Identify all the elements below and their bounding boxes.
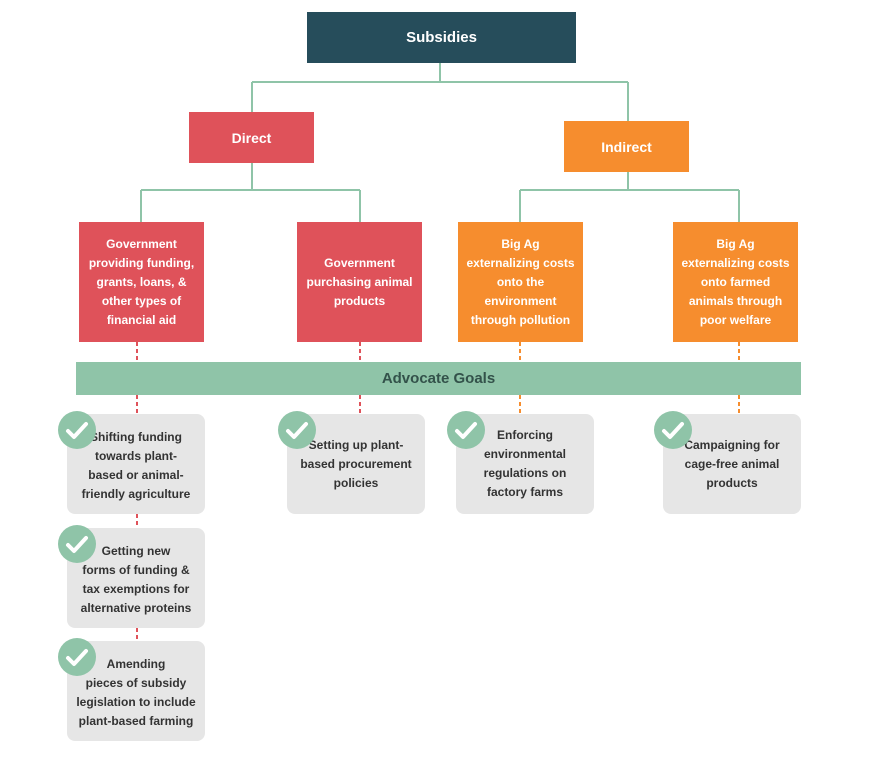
leaf-label: Government purchasing animal products	[306, 255, 413, 308]
leaf-government-purchasing: Government purchasing animal products	[297, 222, 422, 342]
checkmark-icon	[447, 411, 485, 449]
leaf-government-funding: Government providing funding, grants, lo…	[79, 222, 204, 342]
advocate-goals-label: Advocate Goals	[381, 370, 496, 387]
direct-node: Direct	[189, 112, 314, 163]
goal-enforcing-regulations: Enforcing environmental regulations on f…	[456, 414, 594, 514]
goal-label: Setting up plant- based procurement poli…	[300, 437, 412, 490]
goal-cage-free-campaign: Campaigning for cage-free animal product…	[663, 414, 801, 514]
checkmark-icon	[58, 638, 96, 676]
checkmark-icon	[278, 411, 316, 449]
goal-label: Enforcing environmental regulations on f…	[483, 428, 567, 499]
goal-label: Shifting funding towards plant- based or…	[81, 430, 191, 501]
leaf-label: Government providing funding, grants, lo…	[88, 236, 195, 327]
leaf-big-ag-pollution: Big Ag externalizing costs onto the envi…	[458, 222, 583, 342]
leaf-label: Big Ag externalizing costs onto the envi…	[466, 236, 575, 327]
goal-shifting-funding: Shifting funding towards plant- based or…	[67, 414, 205, 514]
subsidies-node: Subsidies	[307, 12, 576, 63]
leaf-big-ag-welfare: Big Ag externalizing costs onto farmed a…	[673, 222, 798, 342]
checkmark-icon	[654, 411, 692, 449]
indirect-label: Indirect	[601, 138, 652, 155]
leaf-label: Big Ag externalizing costs onto farmed a…	[681, 236, 790, 327]
indirect-node: Indirect	[564, 121, 689, 172]
goal-label: Amending pieces of subsidy legislation t…	[76, 657, 196, 728]
direct-label: Direct	[231, 129, 272, 146]
checkmark-icon	[58, 525, 96, 563]
advocate-goals-bar: Advocate Goals	[76, 362, 801, 395]
subsidies-label: Subsidies	[406, 29, 477, 46]
goal-procurement-policies: Setting up plant- based procurement poli…	[287, 414, 425, 514]
goal-label: Campaigning for cage-free animal product…	[684, 437, 780, 490]
goal-label: Getting new forms of funding & tax exemp…	[80, 544, 192, 615]
checkmark-icon	[58, 411, 96, 449]
